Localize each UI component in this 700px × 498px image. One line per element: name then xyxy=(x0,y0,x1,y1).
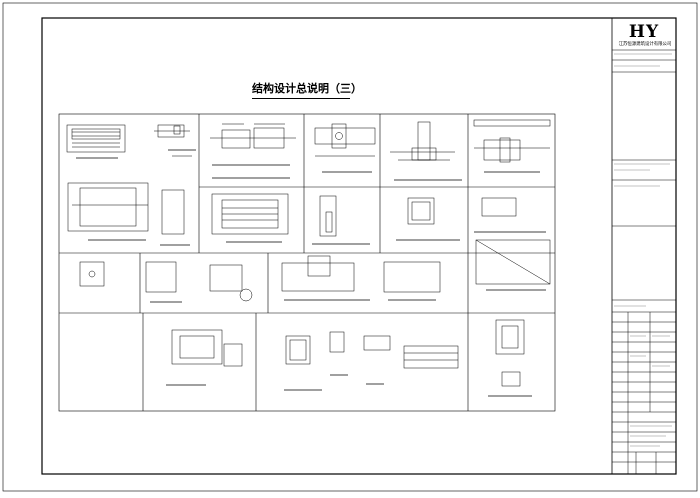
detail-7 xyxy=(211,193,289,243)
detail-10 xyxy=(474,197,546,233)
detail-5 xyxy=(473,119,551,173)
title-underline xyxy=(252,98,350,99)
detail-14 xyxy=(166,329,243,386)
drawing-border xyxy=(41,17,677,475)
detail-8 xyxy=(312,195,370,245)
detail-4 xyxy=(390,121,462,181)
annotations xyxy=(614,53,672,447)
detail-2 xyxy=(210,123,296,179)
detail-12 xyxy=(281,255,441,301)
detail-3 xyxy=(314,123,376,173)
outer-frame xyxy=(2,2,698,492)
detail-6 xyxy=(67,182,190,246)
detail-9 xyxy=(396,197,460,241)
detail-16 xyxy=(488,319,532,397)
detail-13 xyxy=(475,239,551,291)
drawing-title: 结构设计总说明（三） xyxy=(252,82,362,95)
detail-11 xyxy=(79,261,253,303)
detail-15 xyxy=(284,331,459,391)
company-name: 江苏恒源建筑设计有限公司 xyxy=(618,42,672,47)
detail-grid xyxy=(58,113,556,412)
title-block xyxy=(612,49,676,474)
company-logo: HY xyxy=(628,22,660,42)
detail-1 xyxy=(66,124,196,159)
